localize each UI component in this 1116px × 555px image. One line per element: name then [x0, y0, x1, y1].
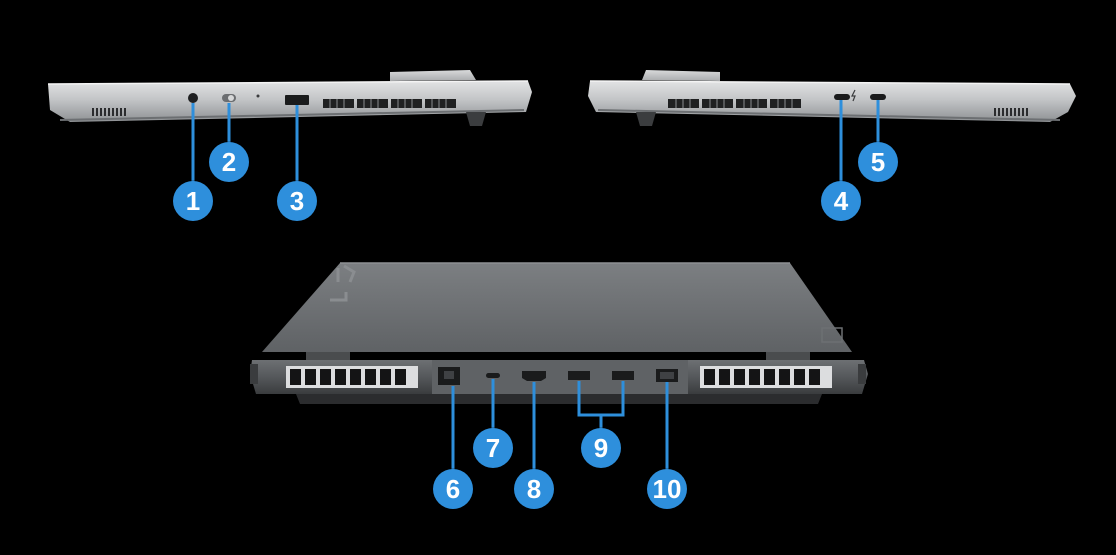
callout-3: 3: [277, 181, 317, 221]
callout-9: 9: [581, 428, 621, 468]
callout-4: 4: [821, 181, 861, 221]
hdmi-port-icon: [522, 371, 546, 381]
callout-8: 8: [514, 469, 554, 509]
rear-vent-right: [700, 366, 832, 388]
vent-grille-icon: [323, 99, 456, 108]
usb-c-thunderbolt-port-icon: [834, 94, 850, 100]
usb-a-rear-port-2-icon: [612, 371, 634, 380]
hinge-right: [766, 352, 810, 360]
speaker-grille-icon: [994, 108, 1028, 116]
thunderbolt-icon: [851, 89, 856, 102]
privacy-switch-icon: [222, 94, 236, 102]
usb-c-rear-port-icon: [486, 373, 500, 378]
usb-c-port-icon: [870, 94, 886, 100]
legion-logo: [330, 264, 356, 302]
usb-a-port-icon: [285, 95, 309, 105]
callout-10: 10: [647, 469, 687, 509]
ethernet-port-icon: [438, 367, 460, 385]
right-side-view: [588, 70, 1076, 182]
indicator-light-icon: [256, 94, 260, 98]
callout-5: 5: [858, 142, 898, 182]
badge-icon: [821, 327, 843, 343]
speaker-grille-icon: [92, 108, 126, 116]
power-input-port-icon: [656, 369, 678, 382]
callout-7: 7: [473, 428, 513, 468]
hinge-left: [306, 352, 350, 360]
callout-6: 6: [433, 469, 473, 509]
usb-a-rear-port-1-icon: [568, 371, 590, 380]
callout-1: 1: [173, 181, 213, 221]
rear-view: [250, 262, 868, 470]
headphone-jack-icon: [188, 93, 198, 103]
left-side-view: [47, 70, 532, 182]
rear-vent-left: [286, 366, 418, 388]
callout-2: 2: [209, 142, 249, 182]
